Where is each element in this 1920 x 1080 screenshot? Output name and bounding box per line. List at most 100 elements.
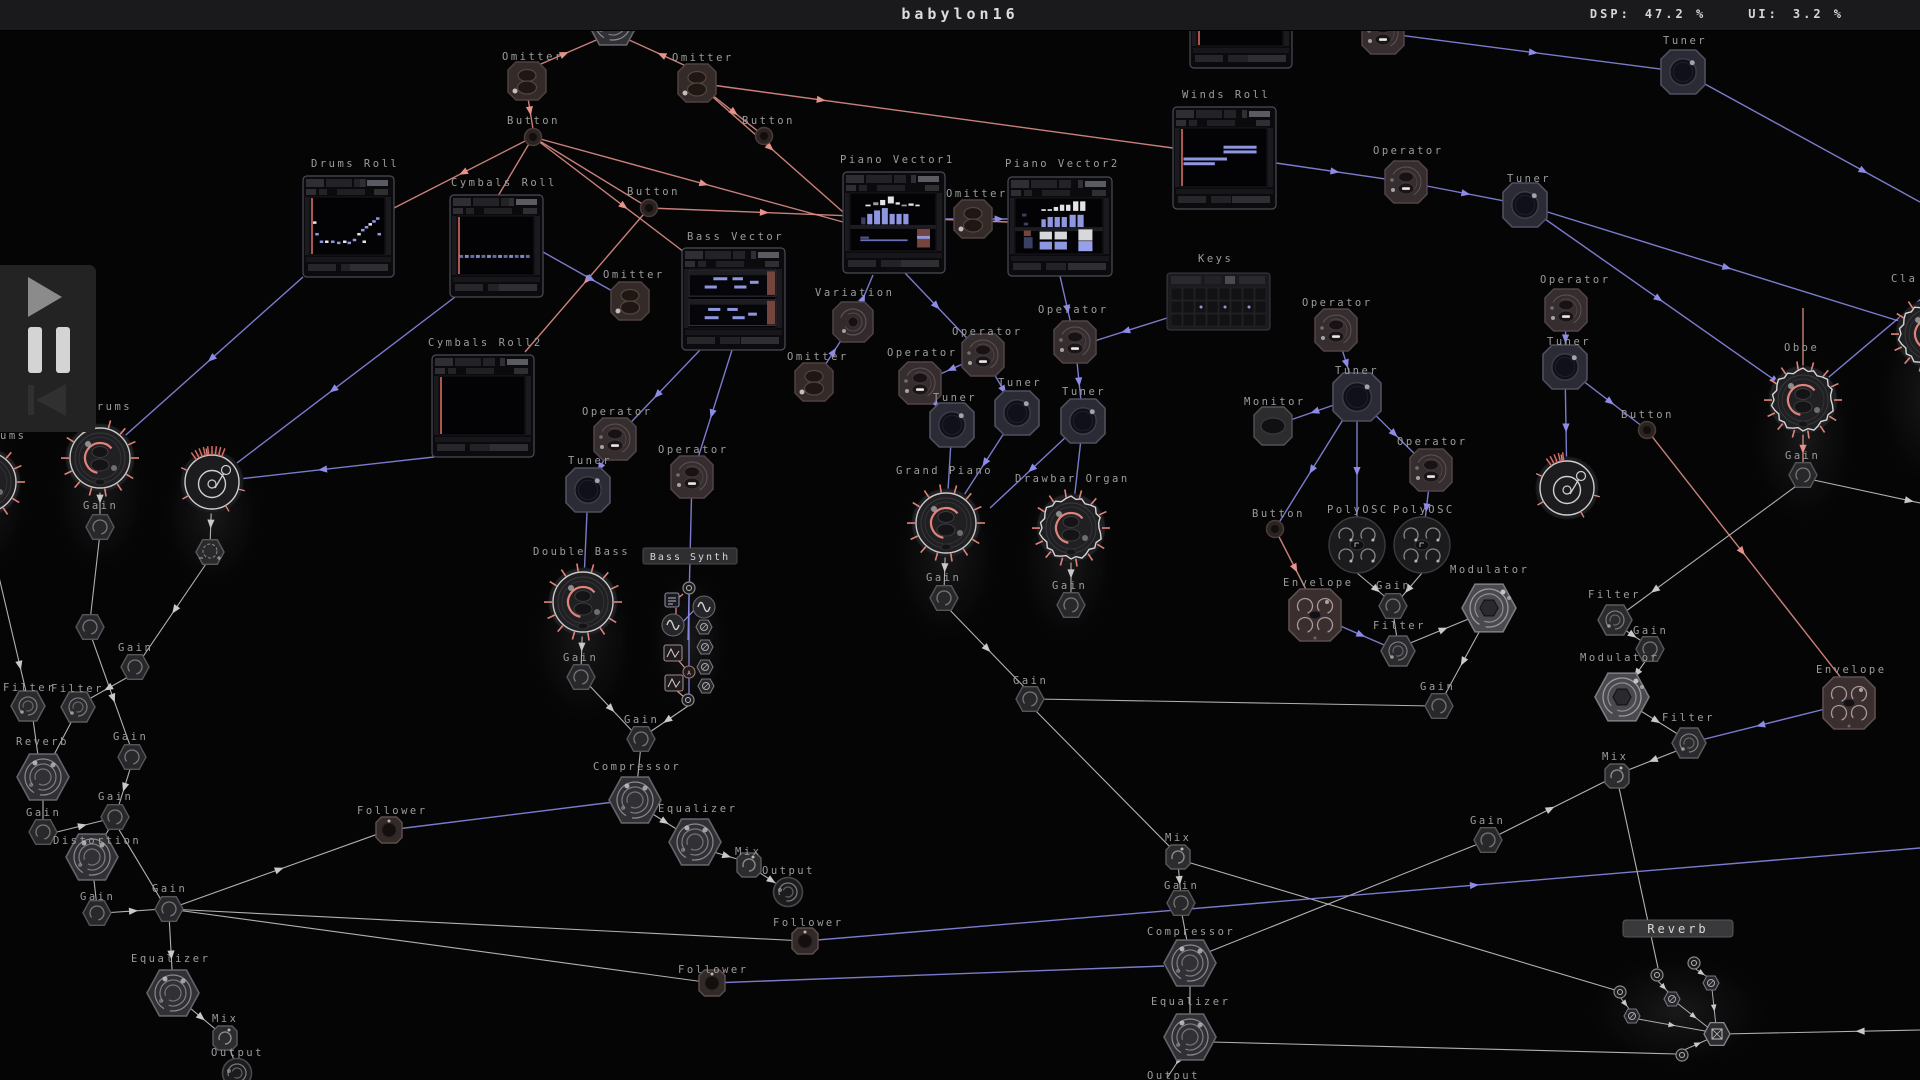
node-gain[interactable] bbox=[1635, 635, 1665, 663]
node-tuner[interactable] bbox=[565, 467, 611, 513]
node-envelope[interactable] bbox=[1288, 588, 1342, 642]
node-equalizer[interactable] bbox=[1163, 1013, 1217, 1061]
node-follower[interactable] bbox=[791, 927, 819, 955]
node-compressor[interactable] bbox=[1163, 939, 1217, 987]
node-button[interactable] bbox=[639, 198, 659, 218]
node-modulator[interactable] bbox=[1461, 583, 1517, 633]
node-gain[interactable] bbox=[82, 899, 112, 927]
bass-synth-titlebar[interactable] bbox=[642, 547, 738, 565]
node-gain[interactable] bbox=[154, 895, 184, 923]
play-icon[interactable] bbox=[28, 277, 62, 317]
bass-synth-module[interactable] bbox=[696, 639, 714, 655]
node-double-bass[interactable] bbox=[543, 563, 622, 641]
node-gain[interactable] bbox=[1166, 889, 1196, 917]
node-operator[interactable] bbox=[670, 455, 714, 499]
node-omitter[interactable] bbox=[953, 199, 993, 239]
bass-synth-module[interactable] bbox=[664, 592, 680, 608]
node-tuner[interactable] bbox=[994, 390, 1040, 436]
node-gain[interactable] bbox=[85, 513, 115, 541]
reverb-titlebar[interactable] bbox=[1622, 919, 1734, 938]
node-drawbar-organ[interactable] bbox=[1031, 489, 1110, 567]
node-omitter[interactable] bbox=[794, 362, 834, 402]
node-piano-vector2[interactable] bbox=[1007, 176, 1113, 277]
reverb-module[interactable] bbox=[1703, 1021, 1731, 1047]
node-output[interactable] bbox=[772, 876, 804, 908]
node-modulator[interactable] bbox=[1594, 672, 1650, 722]
node-grand-piano[interactable] bbox=[906, 484, 985, 562]
node-equalizer[interactable] bbox=[668, 818, 722, 866]
bass-synth-module[interactable] bbox=[681, 693, 695, 707]
node-keys[interactable] bbox=[1166, 272, 1271, 331]
node-big[interactable] bbox=[0, 443, 25, 520]
node-operator[interactable] bbox=[1314, 308, 1358, 352]
node-filter[interactable] bbox=[10, 690, 46, 722]
node-gain[interactable] bbox=[1378, 592, 1408, 620]
node-oboe[interactable] bbox=[1763, 361, 1842, 439]
node-button[interactable] bbox=[523, 127, 543, 147]
node-follower[interactable] bbox=[375, 816, 403, 844]
node-operator[interactable] bbox=[1409, 448, 1453, 492]
node-mix[interactable] bbox=[1165, 844, 1191, 870]
bass-synth-module[interactable] bbox=[663, 644, 683, 662]
node-equalizer[interactable] bbox=[146, 969, 200, 1017]
bass-synth-module[interactable] bbox=[697, 678, 715, 694]
node-filter[interactable] bbox=[1671, 727, 1707, 759]
bass-synth-module[interactable] bbox=[664, 674, 684, 692]
node-gain[interactable] bbox=[566, 663, 596, 691]
node-follower[interactable] bbox=[698, 969, 726, 997]
bass-synth-module[interactable] bbox=[682, 581, 696, 595]
node-distortion[interactable] bbox=[65, 833, 119, 881]
node-cymbals-roll2[interactable] bbox=[431, 354, 535, 458]
node-winds-roll[interactable] bbox=[1172, 106, 1277, 210]
node-gain[interactable] bbox=[120, 653, 150, 681]
node-tuner[interactable] bbox=[1060, 398, 1106, 444]
node-tt[interactable] bbox=[180, 446, 246, 514]
node-operator[interactable] bbox=[898, 361, 942, 405]
node-tuner[interactable] bbox=[1660, 49, 1706, 95]
node-omitter[interactable] bbox=[610, 281, 650, 321]
node-filter[interactable] bbox=[1597, 604, 1633, 636]
bass-synth-module[interactable] bbox=[661, 613, 685, 637]
node-gain[interactable] bbox=[28, 818, 58, 846]
node-gain[interactable] bbox=[1473, 826, 1503, 854]
bass-synth-module[interactable] bbox=[692, 595, 716, 619]
reverb-module[interactable] bbox=[1613, 985, 1627, 999]
node-filter[interactable] bbox=[1380, 635, 1416, 667]
node-operator[interactable] bbox=[961, 333, 1005, 377]
node-button[interactable] bbox=[1637, 420, 1657, 440]
node-mix[interactable] bbox=[736, 852, 762, 878]
node-filter[interactable] bbox=[60, 691, 96, 723]
node-piano-vector1[interactable] bbox=[842, 171, 946, 274]
node-tuner[interactable] bbox=[1502, 182, 1548, 228]
node-omitter[interactable] bbox=[677, 63, 717, 103]
node-polyosc[interactable] bbox=[1328, 516, 1386, 574]
node-st[interactable] bbox=[195, 538, 225, 566]
node-gain[interactable] bbox=[117, 743, 147, 771]
bass-synth-module[interactable] bbox=[695, 619, 713, 635]
node-button[interactable] bbox=[754, 126, 774, 146]
node-bass-vector[interactable] bbox=[681, 247, 786, 351]
bass-synth-module[interactable] bbox=[696, 659, 714, 675]
node-drums-roll[interactable] bbox=[302, 175, 395, 278]
node-operator[interactable] bbox=[593, 417, 637, 461]
reverb-module[interactable] bbox=[1702, 975, 1720, 991]
node-tuner[interactable] bbox=[1542, 344, 1588, 390]
node-compressor[interactable] bbox=[608, 776, 662, 824]
node-gain[interactable] bbox=[1056, 591, 1086, 619]
skip-back-icon[interactable] bbox=[28, 384, 72, 416]
node-omitter[interactable] bbox=[507, 61, 547, 101]
node-reverb[interactable] bbox=[16, 753, 70, 801]
node-gain[interactable] bbox=[1788, 461, 1818, 489]
node-cla[interactable] bbox=[1890, 295, 1920, 372]
node-gain[interactable] bbox=[1015, 685, 1045, 713]
reverb-module[interactable] bbox=[1675, 1048, 1689, 1062]
node-gain[interactable] bbox=[1424, 692, 1454, 720]
node-mix[interactable] bbox=[212, 1025, 238, 1051]
node-tuner[interactable] bbox=[929, 402, 975, 448]
node-gain[interactable] bbox=[626, 725, 656, 753]
node-operator[interactable] bbox=[1544, 288, 1588, 332]
node-button[interactable] bbox=[1265, 519, 1285, 539]
node-operator[interactable] bbox=[1053, 320, 1097, 364]
node-output[interactable] bbox=[221, 1057, 253, 1080]
